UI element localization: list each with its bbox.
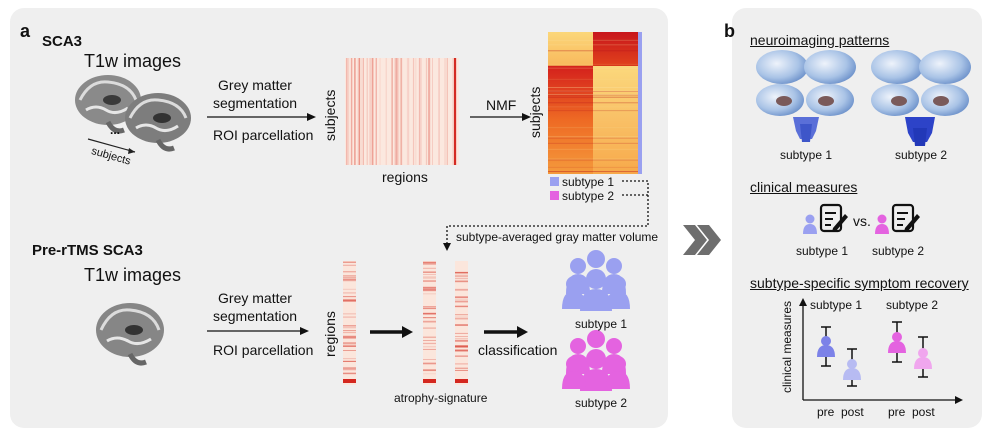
clinical-title: clinical measures [750, 179, 858, 195]
plot-sub2: subtype 2 [886, 298, 939, 312]
step1-line3: ROI parcellation [213, 127, 314, 143]
x-pre1: pre [817, 405, 835, 419]
panel-b-label: b [724, 21, 735, 41]
brain1-label: subtype 1 [780, 148, 833, 162]
brain2-label: subtype 2 [895, 148, 948, 162]
legend-subtype1: subtype 1 [562, 175, 615, 189]
clipboard-pencil-icon [891, 203, 920, 233]
strip-signature-2 [455, 261, 468, 385]
step2-line2: segmentation [212, 308, 298, 324]
subjects-arrow [87, 138, 136, 153]
t1w-label-top: T1w images [84, 51, 182, 71]
t1w-label-bottom: T1w images [84, 265, 182, 285]
recovery-title: subtype-specific symptom recovery [750, 275, 969, 291]
errorbar-subtype2-post [914, 336, 932, 378]
step1-line2: segmentation [212, 95, 298, 111]
brain-icon [125, 93, 191, 152]
section2-title: Pre-rTMS SCA3 [32, 242, 143, 259]
strip-input [343, 261, 356, 385]
panel-a-label: a [20, 21, 31, 41]
errorbar-subtype1-post [843, 348, 861, 387]
section1-title: SCA3 [42, 33, 83, 50]
step1-line1: Grey matter [218, 77, 292, 93]
clin-sub2: subtype 2 [872, 244, 925, 258]
errorbar-subtype2-pre [888, 321, 906, 363]
clipboard-pencil-icon [819, 203, 848, 233]
nmf-label: NMF [486, 97, 517, 113]
errorbar-subtype1-pre [817, 326, 835, 367]
group1-label: subtype 1 [575, 317, 628, 331]
x-pre2: pre [888, 405, 906, 419]
averaged-label: subtype-averaged gray matter volume [456, 230, 659, 244]
brain-render-subtype2 [871, 50, 971, 146]
legend-swatch-subtype1 [550, 177, 559, 186]
classification-label: classification [478, 342, 558, 358]
brain-icon [96, 303, 164, 366]
plot-sub1: subtype 1 [810, 298, 863, 312]
neuro-title: neuroimaging patterns [750, 32, 890, 48]
legend-swatch-subtype2 [550, 191, 559, 200]
step2-line1: Grey matter [218, 290, 292, 306]
x-post1: post [841, 405, 864, 419]
strip-signature-1 [423, 261, 436, 385]
person-icon [803, 214, 817, 234]
clin-sub1: subtype 1 [796, 244, 849, 258]
person-icon [875, 214, 889, 234]
x-post2: post [912, 405, 935, 419]
brain-render-subtype1 [756, 50, 856, 142]
step2-line3: ROI parcellation [213, 342, 314, 358]
brain-icon [75, 75, 141, 134]
dots-label: ... [110, 123, 121, 137]
vs-label: vs. [853, 213, 871, 229]
people-group-icon [562, 250, 630, 311]
group2-label: subtype 2 [575, 396, 628, 410]
legend-subtype2: subtype 2 [562, 189, 615, 203]
plot-ylabel: clinical measures [780, 300, 794, 393]
matrix-xlabel: regions [382, 169, 428, 185]
atrophy-label: atrophy-signature [394, 391, 488, 405]
people-group-icon [562, 330, 630, 391]
